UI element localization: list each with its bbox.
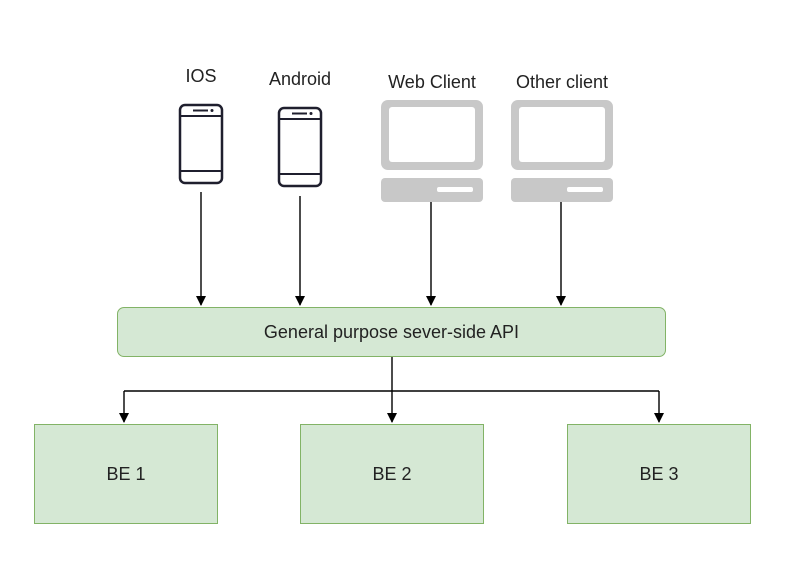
phone-icon	[178, 103, 224, 185]
client-label-other: Other client	[515, 72, 609, 92]
desktop-computer-icon	[381, 100, 483, 202]
backend-box-1: BE 1	[34, 424, 218, 524]
backend-box-2: BE 2	[300, 424, 484, 524]
backend-label-3: BE 3	[639, 463, 679, 484]
backend-label-2: BE 2	[372, 463, 412, 484]
phone-icon	[277, 106, 323, 188]
backend-box-3: BE 3	[567, 424, 751, 524]
client-label-ios: IOS	[185, 66, 217, 86]
backend-label-1: BE 1	[106, 463, 146, 484]
client-label-web: Web Client	[388, 72, 476, 92]
desktop-computer-icon	[511, 100, 613, 202]
api-gateway-label: General purpose sever-side API	[263, 321, 520, 342]
api-gateway-box: General purpose sever-side API	[117, 307, 666, 357]
client-label-android: Android	[268, 69, 332, 89]
